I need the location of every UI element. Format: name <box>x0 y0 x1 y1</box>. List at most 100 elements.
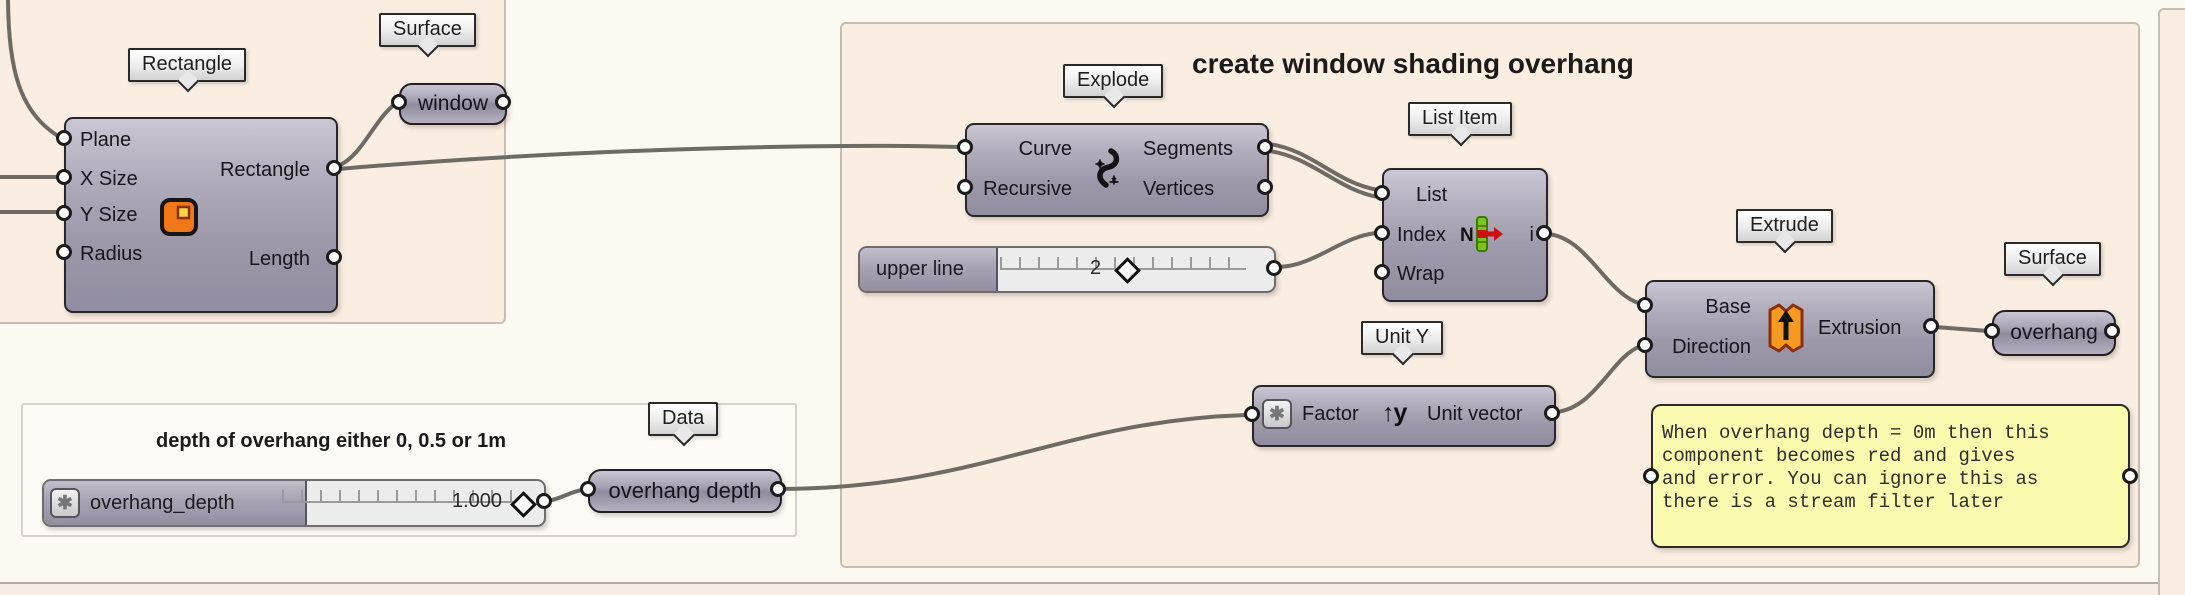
nub-depth-capsule-out[interactable] <box>770 481 786 497</box>
nub-upper-line-out[interactable] <box>1266 260 1282 276</box>
port-extrusion: Extrusion <box>1818 317 1902 339</box>
extrude-tag: Extrude <box>1736 209 1833 254</box>
nub-recursive-in[interactable] <box>957 179 973 195</box>
port-direction: Direction <box>1672 336 1751 358</box>
nub-length-out[interactable] <box>326 249 342 265</box>
wire-unitvector-to-direction[interactable] <box>1554 344 1643 414</box>
expression-icon: ✱ <box>1262 399 1292 429</box>
overhang-depth-slider-value: 1.000 <box>452 490 503 512</box>
nub-i-out[interactable] <box>1536 225 1552 241</box>
nub-plane-in[interactable] <box>56 130 72 146</box>
nub-list-in[interactable] <box>1374 185 1390 201</box>
expression-icon: ✱ <box>50 488 80 518</box>
nub-segments-out[interactable] <box>1257 139 1273 155</box>
port-length-out: Length <box>248 248 310 270</box>
overhang-depth-slider-handle[interactable] <box>510 491 537 518</box>
explode-icon <box>1085 145 1129 200</box>
nub-vertices-out[interactable] <box>1257 179 1273 195</box>
upper-line-slider-value: 2 <box>1090 257 1102 279</box>
window-surface-tag: Surface <box>379 13 476 58</box>
overhang-depth-slider-label: overhang_depth <box>44 481 307 525</box>
nub-panel-out[interactable] <box>2122 468 2138 484</box>
nub-radius-in[interactable] <box>56 244 72 260</box>
nub-overhang-in[interactable] <box>1984 323 2000 339</box>
nub-ysize-in[interactable] <box>56 205 72 221</box>
nub-window-out[interactable] <box>495 94 511 110</box>
rectangle-component[interactable]: Plane X Size Y Size Radius Rectangle Len… <box>64 117 338 313</box>
extrude-icon <box>1762 302 1810 359</box>
port-plane: Plane <box>80 129 132 151</box>
overhang-depth-param[interactable]: overhang depth <box>588 469 782 513</box>
upper-line-slider-label: upper line <box>860 248 998 291</box>
port-radius: Radius <box>80 243 143 265</box>
list-item-component[interactable]: List Index Wrap i N <box>1382 168 1548 302</box>
port-unit-vector: Unit vector <box>1427 403 1523 425</box>
wire-i-to-base[interactable] <box>1546 232 1643 306</box>
nub-xsize-in[interactable] <box>56 169 72 185</box>
overhang-depth-slider[interactable]: overhang_depth ✱ 1.000 <box>42 479 546 527</box>
depth-group-title: depth of overhang either 0, 0.5 or 1m <box>156 430 507 452</box>
port-list: List <box>1416 184 1448 206</box>
data-tag: Data <box>648 402 719 447</box>
wire-segments-to-list-a[interactable] <box>1267 142 1380 192</box>
wire-into-plane[interactable] <box>6 0 60 138</box>
list-item-tag: List Item <box>1408 102 1512 147</box>
port-base: Base <box>1705 296 1751 318</box>
port-vertices: Vertices <box>1143 178 1215 200</box>
nub-depth-capsule-in[interactable] <box>580 481 596 497</box>
port-curve: Curve <box>1018 138 1072 160</box>
wire-extrusion-to-overhang[interactable] <box>1933 325 1990 333</box>
nub-wrap-in[interactable] <box>1374 264 1390 280</box>
nub-base-in[interactable] <box>1637 297 1653 313</box>
port-ysize: Y Size <box>80 204 138 226</box>
note-line: When overhang depth = 0m then this <box>1662 422 2050 444</box>
nub-extrusion-out[interactable] <box>1923 318 1939 334</box>
nub-index-in[interactable] <box>1374 225 1390 241</box>
overhang-depth-slider-ruler <box>282 490 514 503</box>
nub-direction-in[interactable] <box>1637 337 1653 353</box>
wire-segments-to-list-b[interactable] <box>1267 149 1380 199</box>
overhang-surface-tag: Surface <box>2004 242 2101 287</box>
group-right-sliver[interactable] <box>2158 8 2185 595</box>
rectangle-tag: Rectangle <box>128 48 247 93</box>
note-line: and error. You can ignore this as <box>1662 468 2039 490</box>
port-xsize: X Size <box>80 168 138 190</box>
port-i-out: i <box>1529 224 1534 246</box>
nub-unit-vector-out[interactable] <box>1544 405 1560 421</box>
unit-y-icon: ↑y <box>1382 399 1407 427</box>
nub-window-in[interactable] <box>391 94 407 110</box>
wire-rectangle-to-explode[interactable] <box>336 143 961 171</box>
port-recursive: Recursive <box>983 178 1072 200</box>
wire-rectangle-to-window[interactable] <box>336 102 397 168</box>
port-index: Index <box>1397 224 1446 246</box>
extrude-component[interactable]: Base Direction Extrusion <box>1645 280 1935 378</box>
group-bottom-edge <box>0 582 2160 595</box>
nub-factor-in[interactable] <box>1244 406 1260 422</box>
list-item-icon: N <box>1460 215 1504 258</box>
overhang-param[interactable]: overhang <box>1992 310 2116 356</box>
note-panel[interactable]: When overhang depth = 0m then this compo… <box>1651 404 2130 548</box>
nub-curve-in[interactable] <box>957 139 973 155</box>
nub-panel-in[interactable] <box>1643 468 1659 484</box>
port-wrap: Wrap <box>1397 263 1445 285</box>
rectangle-icon <box>158 196 200 243</box>
main-group-title: create window shading overhang <box>1192 48 1634 79</box>
port-rectangle-out: Rectangle <box>219 159 310 181</box>
port-factor: Factor <box>1302 403 1359 425</box>
unit-y-component[interactable]: ✱ Factor ↑y Unit vector <box>1252 385 1556 447</box>
explode-tag: Explode <box>1063 64 1164 109</box>
note-line: component becomes red and gives <box>1662 445 2016 467</box>
explode-component[interactable]: Curve Recursive Segments Vertices <box>965 123 1269 217</box>
wire-slider-to-index[interactable] <box>1276 231 1378 269</box>
nub-rectangle-out[interactable] <box>326 160 342 176</box>
wire-depth-to-factor[interactable] <box>780 413 1248 491</box>
nub-depth-slider-out[interactable] <box>536 493 552 509</box>
port-segments: Segments <box>1143 138 1234 160</box>
window-param[interactable]: window <box>399 83 507 125</box>
nub-overhang-out[interactable] <box>2104 323 2120 339</box>
svg-text:N: N <box>1460 225 1474 246</box>
note-line: there is a stream filter later <box>1662 491 2005 513</box>
upper-line-slider[interactable]: upper line 2 <box>858 246 1276 293</box>
